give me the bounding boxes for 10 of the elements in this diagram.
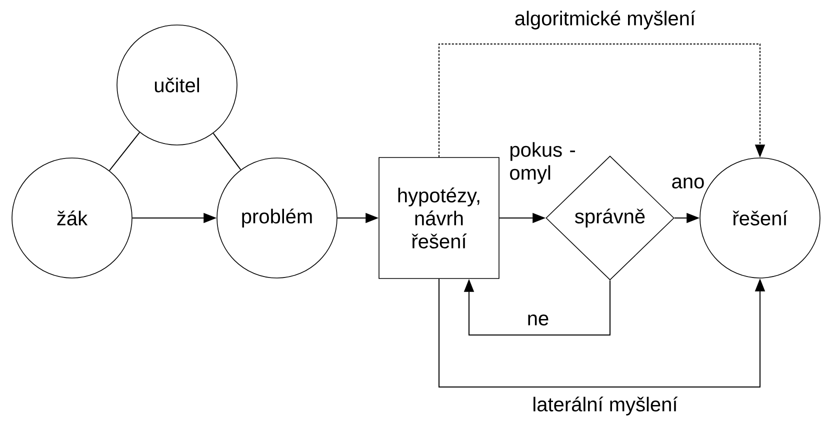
process-box: hypotézy, návrh řešení (378, 157, 500, 279)
circle-node: problém (216, 158, 338, 278)
circle-node: učitel (116, 24, 238, 146)
connector-line (108, 132, 140, 172)
edge-label: algoritmické myšlení (513, 10, 697, 30)
connector-line (212, 132, 242, 170)
edge-label: ne (528, 314, 548, 326)
edge-label: laterální myšlení (531, 396, 679, 416)
circle-node: žák (12, 158, 132, 278)
arrow (438, 44, 766, 158)
